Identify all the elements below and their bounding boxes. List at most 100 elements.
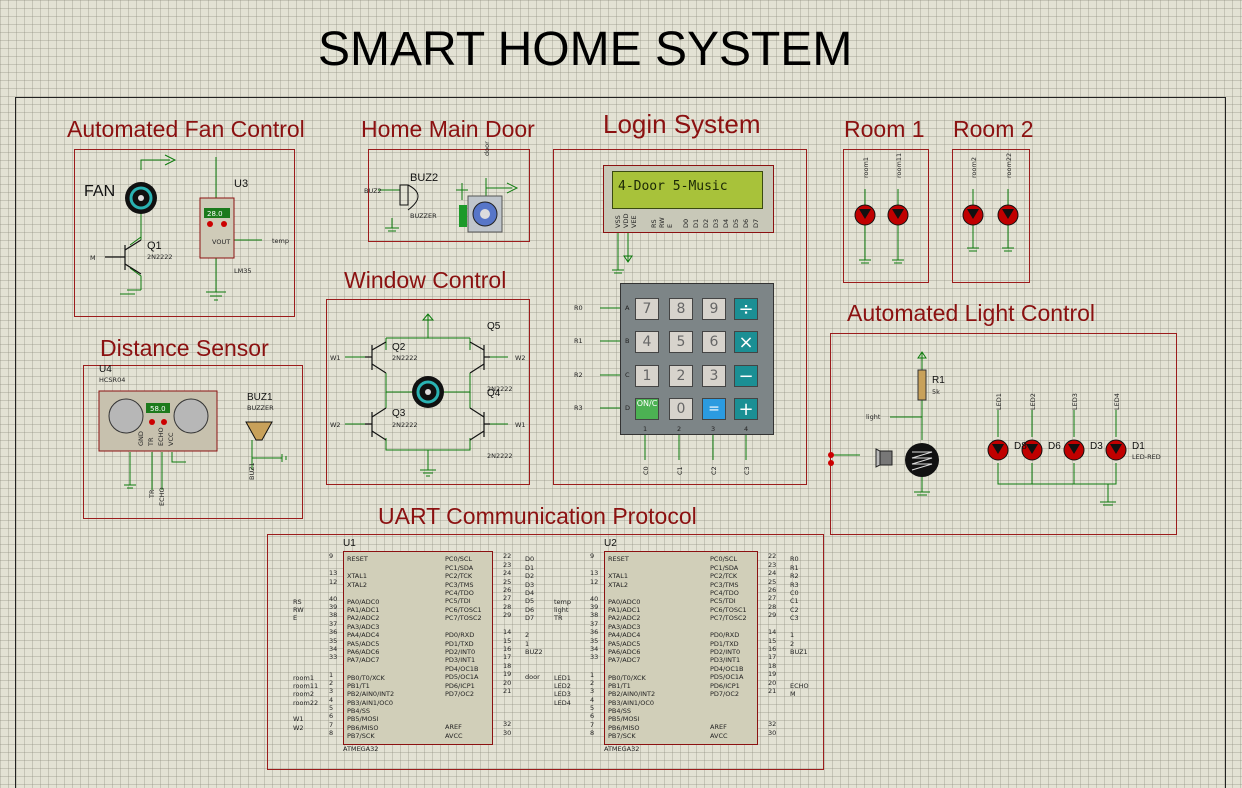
mcu1-left-net-label: W1 bbox=[293, 715, 304, 723]
key-4[interactable]: 4 bbox=[635, 331, 659, 353]
mcu1-left-pin: PA0/ADC0 bbox=[347, 598, 380, 606]
led-d1-label: D1 bbox=[1132, 441, 1145, 452]
keypad-col-c1: C1 bbox=[676, 466, 684, 475]
mcu1-right-net-label: D3 bbox=[525, 581, 535, 589]
key-6[interactable]: 6 bbox=[702, 331, 726, 353]
mcu2-right-pin-number: 25 bbox=[768, 578, 777, 586]
key-0[interactable]: 0 bbox=[669, 398, 693, 420]
mcu1-right-pin-number: 29 bbox=[503, 611, 512, 619]
keypad-row-a: A bbox=[625, 304, 630, 312]
lcd-pin-d0: D0 bbox=[682, 218, 690, 228]
mcu2-right-pin-number: 15 bbox=[768, 637, 777, 645]
buzzer1-icon bbox=[245, 421, 273, 441]
mcu2-left-pin-number: 6 bbox=[590, 712, 595, 720]
mcu1-left-pin: PB6/MISO bbox=[347, 724, 379, 732]
ldr-sensor-icon bbox=[905, 443, 939, 477]
mcu1-left-pin-number: 8 bbox=[329, 729, 334, 737]
ultrasonic-display: 58.0 bbox=[150, 405, 166, 413]
ultrasonic-pin-vcc: VCC bbox=[167, 432, 175, 446]
mcu2-right-pin: PC5/TDI bbox=[710, 597, 736, 605]
keypad-row-r2: R2 bbox=[574, 371, 583, 379]
mcu2-right-pin-number: 14 bbox=[768, 628, 777, 636]
mcu1-right-net-label: D1 bbox=[525, 564, 535, 572]
mcu2-part: ATMEGA32 bbox=[604, 745, 640, 753]
mcu1-left-pin-number: 3 bbox=[329, 687, 334, 695]
mcu1-right-net-label: D7 bbox=[525, 614, 535, 622]
login-section-box bbox=[553, 149, 807, 485]
transistor-q1-icon bbox=[105, 239, 142, 275]
mcu1-left-pin: PA7/ADC7 bbox=[347, 656, 380, 664]
led1-net-label: LED1 bbox=[995, 393, 1003, 410]
mcu1-right-pin: PC7/TOSC2 bbox=[445, 614, 482, 622]
mcu1-right-pin-number: 32 bbox=[503, 720, 512, 728]
key-8[interactable]: 8 bbox=[669, 298, 693, 320]
window-section-box bbox=[326, 299, 530, 485]
mcu1-right-net-label: door bbox=[525, 673, 540, 681]
door-section-title: Home Main Door bbox=[361, 116, 535, 142]
lcd-text: 4-Door 5-Music bbox=[618, 179, 728, 194]
mcu2-right-net-label: C1 bbox=[790, 597, 799, 605]
mcu2-right-net-label: R2 bbox=[790, 572, 799, 580]
mcu2-right-pin-number: 32 bbox=[768, 720, 777, 728]
echo-net-label: ECHO bbox=[158, 487, 166, 506]
mcu2-right-pin-number: 20 bbox=[768, 679, 777, 687]
mcu1-right-pin-number: 22 bbox=[503, 552, 512, 560]
buzzer1-part: BUZZER bbox=[247, 404, 274, 412]
q1-label: Q1 bbox=[147, 240, 162, 252]
keypad: 7 8 9 ÷ 4 5 6 × 1 2 3 − ON/C 0 = + bbox=[620, 283, 774, 435]
key-minus[interactable]: − bbox=[734, 365, 758, 387]
mcu2-right-net-label: C0 bbox=[790, 589, 799, 597]
mcu1-left-pin-number: 6 bbox=[329, 712, 334, 720]
key-2[interactable]: 2 bbox=[669, 365, 693, 387]
mcu2-left-net-label: light bbox=[554, 606, 569, 614]
mcu1-left-pin-number: 40 bbox=[329, 595, 338, 603]
mcu2-right-net-label: R0 bbox=[790, 555, 799, 563]
key-7[interactable]: 7 bbox=[635, 298, 659, 320]
key-on-clear[interactable]: ON/C bbox=[635, 398, 659, 420]
q1-part: 2N2222 bbox=[147, 253, 173, 261]
mcu1-right-pin: PD1/TXD bbox=[445, 640, 474, 648]
mcu1-right-pin-number: 24 bbox=[503, 569, 512, 577]
mcu1-right-net-label: 1 bbox=[525, 640, 530, 648]
mcu1-left-pin-number: 35 bbox=[329, 637, 338, 645]
mcu2-right-net-label: R3 bbox=[790, 581, 799, 589]
keypad-col-1: 1 bbox=[643, 425, 648, 433]
mcu1-left-net-label: room22 bbox=[293, 699, 319, 707]
mcu1-right-pin: PD6/ICP1 bbox=[445, 682, 475, 690]
mcu1-left-net-label: W2 bbox=[293, 724, 304, 732]
mcu1-right-pin: PC1/SDA bbox=[445, 564, 474, 572]
keypad-row-r0: R0 bbox=[574, 304, 583, 312]
mcu1-left-net-label: room11 bbox=[293, 682, 319, 690]
key-5[interactable]: 5 bbox=[669, 331, 693, 353]
mcu1-right-pin: PC4/TDO bbox=[445, 589, 474, 597]
key-9[interactable]: 9 bbox=[702, 298, 726, 320]
keypad-row-d: D bbox=[625, 404, 631, 412]
mcu1-left-pin: RESET bbox=[347, 555, 368, 563]
mcu1-left-pin: PB7/SCK bbox=[347, 732, 375, 740]
mcu1-left-pin: XTAL2 bbox=[347, 581, 368, 589]
q4-part: 2N2222 bbox=[487, 452, 513, 460]
mcu2-right-pin: PD3/INT1 bbox=[710, 656, 741, 664]
key-divide[interactable]: ÷ bbox=[734, 298, 758, 320]
mcu1-left-pin-number: 12 bbox=[329, 578, 338, 586]
q3-label: Q3 bbox=[392, 408, 406, 419]
key-multiply[interactable]: × bbox=[734, 331, 758, 353]
mcu2-right-pin: AVCC bbox=[710, 732, 728, 740]
buz2-label: BUZ2 bbox=[410, 172, 439, 184]
lcd-pin-rs: RS bbox=[650, 219, 658, 228]
key-equals[interactable]: = bbox=[702, 398, 726, 420]
mcu1-right-net-label: D5 bbox=[525, 597, 535, 605]
key-plus[interactable]: + bbox=[734, 398, 758, 420]
mcu2-right-pin-number: 21 bbox=[768, 687, 777, 695]
key-1[interactable]: 1 bbox=[635, 365, 659, 387]
keypad-col-3: 3 bbox=[711, 425, 716, 433]
mcu2-left-net-label: TR bbox=[554, 614, 563, 622]
mcu2-right-pin-number: 22 bbox=[768, 552, 777, 560]
keypad-col-c0: C0 bbox=[642, 466, 650, 475]
key-3[interactable]: 3 bbox=[702, 365, 726, 387]
mcu2-right-pin-number: 18 bbox=[768, 662, 777, 670]
mcu1-right-net-label: 2 bbox=[525, 631, 530, 639]
w1-left-label: W1 bbox=[330, 354, 341, 362]
mcu1-left-pin: PB0/T0/XCK bbox=[347, 674, 385, 682]
